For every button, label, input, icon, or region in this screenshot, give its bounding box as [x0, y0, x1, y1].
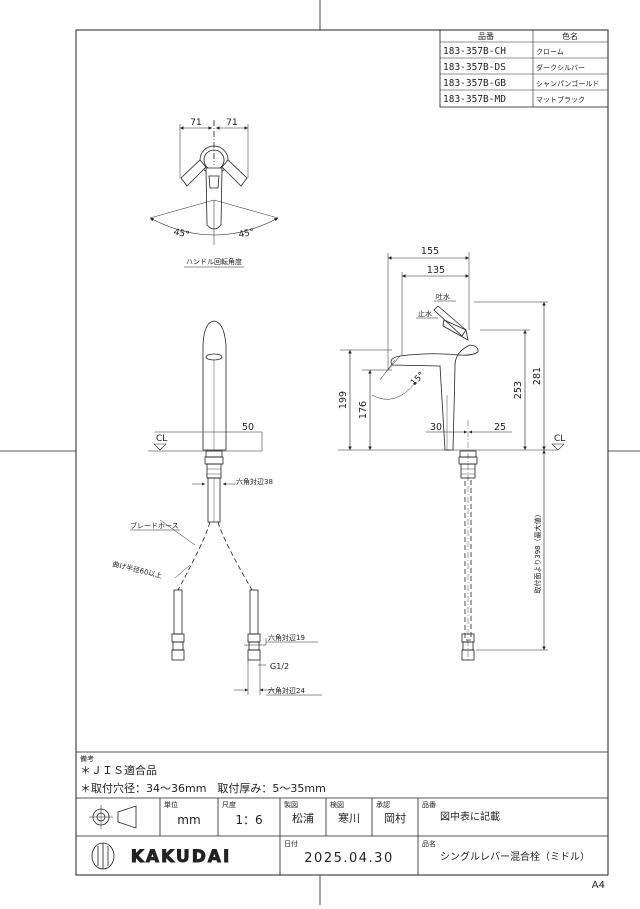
checked-value: 寒川	[338, 811, 360, 825]
checked-label: 検図	[330, 800, 344, 809]
cl-label-side: CL	[554, 434, 565, 444]
title-block-text: 単位 mm 尺度 1：6 製図 松浦 検図 寒川 承認 岡村 品番 図中表に記載…	[130, 800, 590, 867]
color-name: ダークシルバー	[536, 63, 585, 72]
dim-199: 199	[338, 391, 349, 409]
spout-label: 吐水	[436, 292, 450, 301]
unit-value: mm	[177, 813, 200, 827]
scale-value: 1：6	[235, 813, 262, 827]
color-name: クローム	[536, 48, 564, 56]
top-view-labels: 71 71 45° 45° ハンドル回転角度	[173, 118, 256, 268]
dim-25: 25	[494, 422, 506, 433]
hex-19-label: 六角対辺19	[268, 633, 305, 642]
unit-label: 単位	[164, 800, 178, 809]
note-line-2: ＊取付穴径：34～36mm 取付厚み：5～35mm	[80, 781, 326, 795]
part-number: 183-357B-DS	[443, 62, 506, 73]
approved-label: 承認	[376, 800, 390, 809]
install-length-label: 取付面より398（最大値）	[533, 510, 542, 593]
dim-135: 135	[427, 265, 445, 276]
drawing-border	[75, 29, 609, 876]
angle-15: 15°	[409, 370, 427, 388]
drawn-label: 製図	[284, 800, 298, 809]
part-no-label: 品番	[422, 801, 436, 809]
product-name: シングルレバー混合栓（ミドル）	[440, 850, 590, 863]
side-view-labels: 155 135 吐水 止水 15° 199 176 253 281 30 25 …	[338, 246, 565, 594]
dim-281: 281	[532, 367, 543, 385]
part-number: 183-357B-MD	[443, 94, 506, 105]
part-number: 183-357B-GB	[443, 78, 506, 89]
part-no-value: 図中表に記載	[440, 810, 500, 823]
date-label: 日付	[284, 839, 298, 848]
brand-wordmark: KAKUDAI	[131, 847, 232, 867]
dim-155: 155	[421, 246, 439, 257]
third-angle-projection-icon	[89, 805, 137, 829]
dim-30: 30	[430, 422, 442, 433]
hex-24-label: 六角対辺24	[268, 686, 305, 695]
note-line-1: ＊ＪＩＳ適合品	[80, 763, 157, 777]
notes: 備考 ＊ＪＩＳ適合品 ＊取付穴径：34～36mm 取付厚み：5～35mm	[76, 751, 608, 795]
braided-hose-label: ブレードホース	[130, 521, 179, 530]
front-view	[148, 320, 274, 695]
stop-label: 止水	[418, 309, 432, 318]
title-block	[76, 797, 608, 875]
sheet-size: A4	[592, 880, 605, 891]
color-name: シャンパンゴールド	[536, 79, 599, 88]
dim-50: 50	[242, 422, 254, 433]
date-value: 2025.04.30	[304, 851, 393, 866]
color-name: マットブラック	[536, 95, 585, 104]
parts-header-color: 色名	[562, 31, 578, 41]
angle-45-right: 45°	[238, 227, 256, 240]
bend-radius-label: 曲げ半径60以上	[112, 559, 164, 580]
scale-label: 尺度	[222, 800, 236, 809]
kakudai-logo	[91, 842, 115, 870]
name-label: 品名	[422, 839, 436, 848]
approved-value: 岡村	[384, 811, 406, 825]
drawn-value: 松浦	[292, 811, 314, 825]
part-number: 183-357B-CH	[443, 46, 506, 57]
dim-176: 176	[358, 401, 369, 419]
handle-rotation-caption: ハンドル回転角度	[186, 257, 242, 266]
top-view	[149, 120, 279, 245]
front-view-labels: CL 50 六角対辺38 ブレードホース 曲げ半径60以上 六角対辺19 G1/…	[112, 422, 322, 696]
dim-71-left: 71	[190, 118, 201, 128]
notes-label: 備考	[80, 754, 94, 763]
hex-38-label: 六角対辺38	[236, 477, 273, 486]
angle-45-left: 45°	[173, 227, 191, 240]
parts-header-part: 品番	[478, 31, 494, 41]
dim-71-right: 71	[226, 118, 237, 128]
dim-253: 253	[513, 381, 524, 399]
cl-label-front: CL	[156, 434, 167, 444]
thread-label: G1/2	[270, 662, 289, 671]
parts-table: 品番 色名 183-357B-CH クローム 183-357B-DS ダークシル…	[439, 29, 609, 108]
side-view	[338, 252, 558, 661]
